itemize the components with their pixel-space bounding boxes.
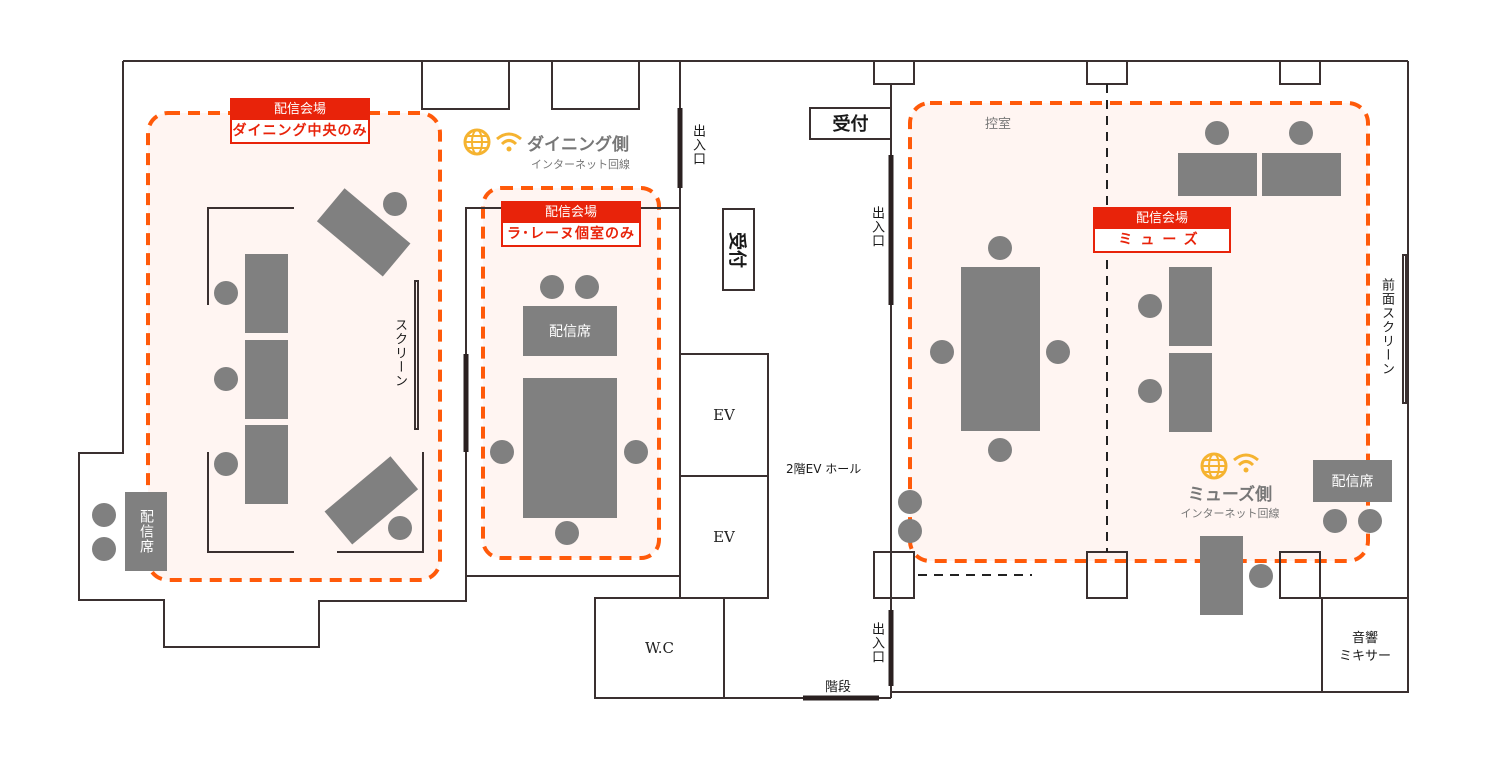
chair (624, 440, 648, 464)
zone-muse (908, 101, 1370, 563)
audio-mixer-box (1321, 597, 1409, 693)
stairs-label: 階段 (825, 680, 852, 695)
zone-tag-top: 配信会場 (1095, 209, 1229, 229)
reception-center-label: 受付 (726, 232, 747, 268)
audio-mixer-line2: ミキサー (1338, 649, 1391, 664)
zone-tag-bottom: ダイニング中央のみ (232, 123, 368, 139)
table (316, 188, 411, 277)
chair (92, 503, 116, 527)
table (1262, 153, 1341, 196)
zone-tag-muse: 配信会場 ミューズ (1093, 207, 1231, 253)
broadcast-seat-dining: 配信席 (125, 492, 167, 571)
zone-tag-top: 配信会場 (232, 100, 368, 120)
chair (1323, 509, 1347, 533)
wifi-icon (1233, 453, 1259, 473)
chair (1138, 294, 1162, 318)
chair (898, 519, 922, 543)
window-1 (421, 60, 510, 110)
wc-label: W.C (644, 639, 675, 657)
internet-title: ダイニング側 (527, 134, 629, 155)
chair (214, 452, 238, 476)
chair (1249, 564, 1273, 588)
chair (1046, 340, 1070, 364)
zone-tag-dining: 配信会場 ダイニング中央のみ (230, 98, 370, 144)
internet-dining: ダイニング側 インターネット回線 (463, 128, 643, 172)
globe-icon (1200, 452, 1228, 480)
chair (898, 490, 922, 514)
pillar (1279, 551, 1321, 599)
zone-tag-reine: 配信会場 ラ･レーヌ個室のみ (501, 201, 641, 247)
zone-tag-top: 配信会場 (503, 203, 639, 223)
table (245, 425, 288, 504)
reception-right-box (809, 107, 892, 140)
screen-front (1402, 254, 1407, 404)
reception-right-label: 受付 (832, 114, 869, 135)
table (245, 340, 288, 419)
reception-center-box (722, 208, 755, 291)
internet-subtitle: インターネット回線 (1180, 507, 1280, 520)
table (1178, 153, 1257, 196)
table (961, 267, 1040, 431)
chair (490, 440, 514, 464)
internet-muse: ミューズ側 インターネット回線 (1160, 452, 1300, 521)
chair (988, 438, 1012, 462)
partition (337, 452, 424, 553)
pillar (873, 551, 915, 599)
table (1169, 353, 1212, 432)
screen-dining-label: スクリーン (392, 318, 407, 388)
chair (930, 340, 954, 364)
chair (575, 275, 599, 299)
internet-subtitle: インターネット回線 (531, 158, 630, 171)
chair (1289, 121, 1313, 145)
chair (1138, 379, 1162, 403)
chair (988, 236, 1012, 260)
table (1200, 536, 1243, 615)
audio-mixer-label: 音響 ミキサー (1322, 630, 1408, 666)
table (523, 378, 617, 518)
internet-title: ミューズ側 (1187, 485, 1273, 505)
entrance-label-1: 出入口 (690, 124, 705, 166)
zone-tag-bottom: ラ･レーヌ個室のみ (507, 226, 635, 242)
partition (207, 207, 294, 305)
front-screen-label: 前面スクリーン (1379, 278, 1394, 376)
chair (388, 516, 412, 540)
chair (92, 537, 116, 561)
table (1169, 267, 1212, 346)
chair (383, 192, 407, 216)
broadcast-seat-muse: 配信席 (1313, 460, 1392, 502)
wifi-icon (496, 132, 522, 152)
table (245, 254, 288, 333)
ev-hall-label: 2階EV ホール (786, 462, 862, 476)
table (324, 456, 419, 545)
chair (214, 367, 238, 391)
waiting-room-label: 控室 (985, 117, 1012, 132)
wc-box (594, 597, 725, 699)
ev-label-1: EV (713, 406, 735, 424)
pillar (1279, 60, 1321, 85)
audio-mixer-line1: 音響 (1351, 631, 1378, 646)
chair (555, 521, 579, 545)
entrance-label-2: 出入口 (869, 206, 884, 248)
chair (1358, 509, 1382, 533)
partition (207, 452, 294, 553)
pillar (873, 60, 915, 85)
window-2 (551, 60, 640, 110)
chair (1205, 121, 1229, 145)
ev-label-2: EV (713, 528, 735, 546)
chair (214, 281, 238, 305)
entrance-label-3: 出入口 (869, 622, 884, 664)
broadcast-seat-reine: 配信席 (523, 306, 617, 356)
globe-icon (463, 128, 491, 156)
wall-dining-outer (78, 61, 680, 648)
chair (540, 275, 564, 299)
zone-tag-bottom: ミューズ (1118, 232, 1206, 248)
pillar (1086, 60, 1128, 85)
screen-dining (414, 280, 419, 430)
